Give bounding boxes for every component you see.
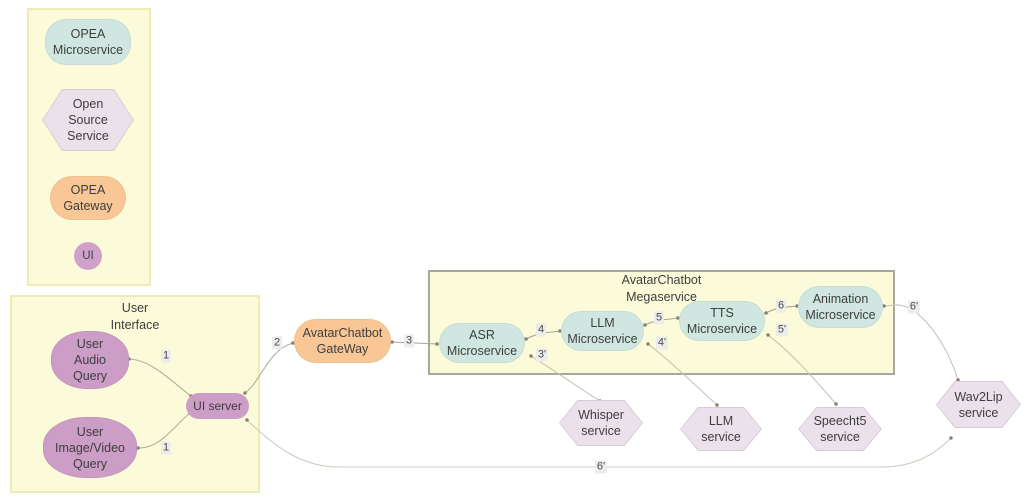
node-asr-microservice: ASR Microservice: [439, 323, 525, 363]
node-whisper-service: Whisper service: [559, 400, 643, 446]
node-user-audio-query: User Audio Query: [51, 331, 129, 389]
node-speecht5-service: Speecht5 service: [798, 407, 882, 451]
edge-label-1-audio: 1: [160, 349, 172, 363]
edge-llm-to-llm-service: [646, 342, 719, 407]
edge-label-3-prime: 3': [535, 348, 549, 362]
user-interface-title: User Interface: [110, 301, 160, 332]
edge-label-1-video: 1: [160, 441, 172, 455]
edge-label-5: 5: [653, 311, 665, 325]
edge-label-4-prime: 4': [655, 336, 669, 350]
edge-label-6-prime-bottom: 6': [594, 460, 608, 474]
node-avatarchatbot-gateway: AvatarChatbot GateWay: [294, 319, 391, 363]
edge-gateway-to-megaservice: [390, 340, 439, 346]
node-ui-server: UI server: [186, 393, 249, 419]
node-llm-service: LLM service: [680, 407, 762, 451]
edge-label-6-prime-top: 6': [907, 300, 921, 314]
node-animation-microservice: Animation Microservice: [798, 286, 883, 328]
node-tts-microservice: TTS Microservice: [679, 301, 765, 341]
node-llm-microservice: LLM Microservice: [561, 311, 644, 351]
edge-audio-to-ui-server: [127, 357, 193, 398]
legend-open-source-service-label: Open Source Service: [43, 90, 133, 150]
legend-opea-microservice: OPEA Microservice: [45, 19, 131, 65]
edge-video-to-ui-server: [136, 411, 192, 450]
edge-label-2: 2: [271, 336, 283, 350]
node-wav2lip-service: Wav2Lip service: [936, 381, 1021, 428]
edge-animation-to-wav2lip: [882, 304, 960, 382]
legend-opea-gateway: OPEA Gateway: [50, 176, 126, 220]
edge-label-4: 4: [535, 323, 547, 337]
legend-open-source-service: Open Source Service: [42, 89, 134, 151]
edge-ui-server-to-gateway: [243, 341, 295, 395]
edge-wav2lip-to-ui-server: [245, 418, 953, 468]
megaservice-title: AvatarChatbot Megaservice: [621, 273, 702, 304]
edge-tts-to-speecht5: [766, 333, 838, 406]
legend-ui: UI: [74, 242, 102, 270]
node-user-image-video-query: User Image/Video Query: [43, 417, 137, 478]
edge-label-3: 3: [403, 334, 415, 348]
edge-label-5-prime: 5': [775, 323, 789, 337]
edge-asr-to-whisper: [529, 354, 602, 403]
edge-label-6: 6: [775, 299, 787, 313]
